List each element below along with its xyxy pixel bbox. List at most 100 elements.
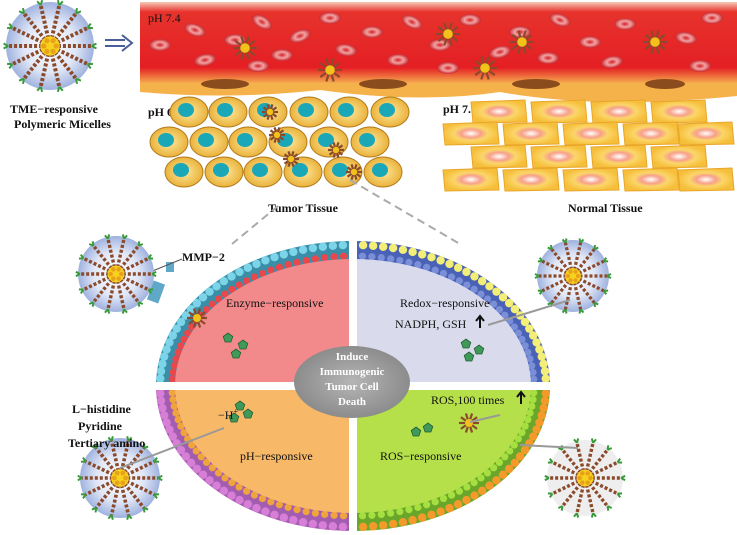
ros-times-label: ROS,100 times bbox=[431, 393, 505, 407]
normal-cell bbox=[562, 167, 620, 192]
normal-cell bbox=[650, 99, 708, 124]
normal-cell bbox=[502, 167, 560, 192]
tumor-tissue-label: Tumor Tissue bbox=[268, 201, 339, 215]
red-blood-cell bbox=[289, 29, 311, 43]
red-blood-cell bbox=[194, 53, 216, 67]
tumor-cell bbox=[164, 156, 204, 188]
red-blood-cell bbox=[701, 12, 723, 24]
tumor-cell bbox=[208, 96, 248, 128]
drug-molecule bbox=[460, 338, 472, 349]
tumor-cell bbox=[243, 156, 283, 188]
center-text-line4: Death bbox=[338, 396, 366, 408]
tumor-cell bbox=[228, 126, 268, 158]
zoom-lines bbox=[231, 179, 461, 245]
red-blood-cell bbox=[319, 12, 341, 24]
red-blood-cell bbox=[601, 55, 623, 69]
endothelial-nucleus bbox=[201, 79, 249, 89]
nadph-label: NADPH, GSH bbox=[395, 317, 467, 331]
red-blood-cell bbox=[184, 23, 206, 37]
red-blood-cell bbox=[675, 31, 697, 45]
delivery-arrow bbox=[105, 34, 134, 52]
blood-vessel bbox=[140, 2, 737, 103]
red-blood-cell bbox=[252, 14, 272, 30]
ph-micelle-icon bbox=[77, 436, 163, 520]
normal-cell bbox=[530, 144, 588, 169]
micelle-particle bbox=[187, 308, 207, 328]
drug-molecule bbox=[410, 426, 422, 437]
endothelial-nucleus bbox=[359, 79, 407, 89]
red-blood-cell bbox=[437, 62, 459, 74]
drug-molecules bbox=[187, 308, 485, 437]
tumor-cell bbox=[329, 96, 369, 128]
normal-tissue bbox=[442, 99, 735, 192]
vessel-ph-label: pH 7.4 bbox=[148, 11, 181, 25]
normal-cell bbox=[677, 121, 735, 146]
normal-cell bbox=[650, 144, 708, 169]
pointer-arrows bbox=[119, 299, 579, 469]
pyridine-label: Pyridine bbox=[78, 419, 123, 433]
tumor-cell bbox=[189, 126, 229, 158]
increase-arrow-icon bbox=[516, 390, 526, 404]
normal-cell bbox=[470, 99, 528, 124]
center-ellipse bbox=[294, 346, 410, 418]
center-text-line3: Tumor Cell bbox=[325, 381, 378, 393]
tumor-cell bbox=[363, 156, 403, 188]
drug-molecule bbox=[230, 348, 242, 359]
tumor-cell bbox=[204, 156, 244, 188]
red-blood-cell bbox=[689, 60, 711, 72]
normal-cell bbox=[562, 121, 620, 146]
mmp2-enzyme-icon bbox=[146, 258, 183, 304]
red-blood-cell bbox=[509, 26, 531, 38]
drug-molecule bbox=[242, 408, 254, 419]
normal-cell bbox=[622, 121, 680, 146]
drug-molecule bbox=[422, 422, 434, 433]
tumor-cell bbox=[289, 96, 329, 128]
micelle-particle bbox=[328, 142, 344, 158]
mmp2-label: MMP−2 bbox=[182, 250, 225, 264]
tumor-cell bbox=[350, 126, 390, 158]
polymeric-micelle-icon bbox=[3, 0, 97, 93]
normal-tissue-label: Normal Tissue bbox=[568, 201, 643, 215]
micelle-particle bbox=[262, 104, 278, 120]
red-blood-cells bbox=[149, 12, 723, 82]
drug-molecule bbox=[228, 412, 240, 423]
endothelial-nucleus bbox=[645, 79, 685, 89]
endothelial-nucleus bbox=[512, 79, 560, 89]
micelle-title-line1: TME−responsive bbox=[10, 102, 99, 116]
red-blood-cell bbox=[401, 14, 423, 30]
normal-cell bbox=[677, 167, 735, 192]
red-blood-cell bbox=[271, 49, 293, 61]
micelle-particle bbox=[459, 413, 479, 433]
red-blood-cell bbox=[361, 26, 383, 38]
red-blood-cell bbox=[537, 52, 559, 64]
normal-cell bbox=[590, 99, 648, 124]
tumor-cell bbox=[149, 126, 189, 158]
red-blood-cell bbox=[149, 39, 171, 51]
tumor-tissue bbox=[149, 96, 410, 188]
proton-label: −H+ bbox=[218, 407, 238, 422]
normal-cell bbox=[470, 144, 528, 169]
ros-responsive-label: ROS−responsive bbox=[380, 449, 461, 463]
red-blood-cell bbox=[335, 43, 357, 57]
redox-label: Redox−responsive bbox=[400, 296, 489, 310]
drug-molecule bbox=[222, 332, 234, 343]
red-blood-cell bbox=[387, 54, 409, 66]
micelle-particle bbox=[436, 22, 460, 46]
micelle-particle bbox=[346, 164, 362, 180]
normal-cell bbox=[590, 144, 648, 169]
drug-molecule bbox=[463, 351, 475, 362]
red-blood-cell bbox=[247, 60, 269, 72]
side-micelles bbox=[75, 234, 626, 520]
tumor-cell bbox=[309, 126, 349, 158]
normal-cell bbox=[442, 167, 500, 192]
tertiary-amino-label: Tertiary amino bbox=[68, 436, 145, 450]
red-blood-cell bbox=[489, 45, 511, 59]
red-blood-cell bbox=[459, 14, 481, 26]
polymeric-micelle-icon bbox=[3, 0, 97, 93]
drug-molecule bbox=[237, 339, 249, 350]
micelle-particle bbox=[643, 30, 667, 54]
tumor-cell bbox=[370, 96, 410, 128]
red-blood-cell bbox=[579, 36, 601, 48]
drug-molecule bbox=[473, 344, 485, 355]
